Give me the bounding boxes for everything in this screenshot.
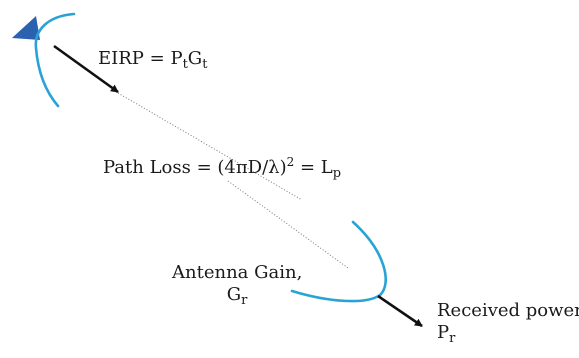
received-power-line2: Pr	[437, 322, 579, 346]
antenna-gain-symbol: G	[226, 284, 242, 305]
path-line-upper	[117, 92, 303, 201]
transmit-dish	[34, 12, 76, 108]
path-loss-sub: p	[332, 166, 342, 181]
eirp-mid: G	[187, 48, 203, 69]
antenna-gain-line2: Gr	[172, 284, 302, 308]
eirp-sub2: t	[202, 57, 208, 72]
path-loss-text: Path Loss = (4πD/λ)	[103, 157, 287, 178]
eirp-sub1: t	[182, 57, 188, 72]
path-line-lower	[227, 180, 349, 269]
receive-dish	[290, 220, 387, 303]
path-loss-mid: = L	[294, 157, 333, 178]
path-loss-label: Path Loss = (4πD/λ)2 = Lp	[103, 155, 342, 181]
satellite-icon	[12, 16, 40, 40]
antenna-gain-sub: r	[241, 293, 248, 308]
received-power-symbol: P	[437, 322, 450, 343]
received-power-line1: Received power,	[437, 300, 579, 321]
received-power-sub: r	[449, 331, 456, 346]
received-power-label: Received power, Pr	[437, 300, 579, 346]
eirp-label: EIRP = PtGt	[98, 48, 208, 72]
antenna-gain-label: Antenna Gain, Gr	[172, 262, 303, 308]
transmit-beam-arrow	[53, 44, 119, 94]
eirp-text: EIRP = P	[98, 48, 183, 69]
antenna-gain-line1: Antenna Gain,	[172, 262, 303, 283]
received-power-arrow	[377, 294, 423, 328]
path-loss-sup: 2	[286, 155, 295, 169]
